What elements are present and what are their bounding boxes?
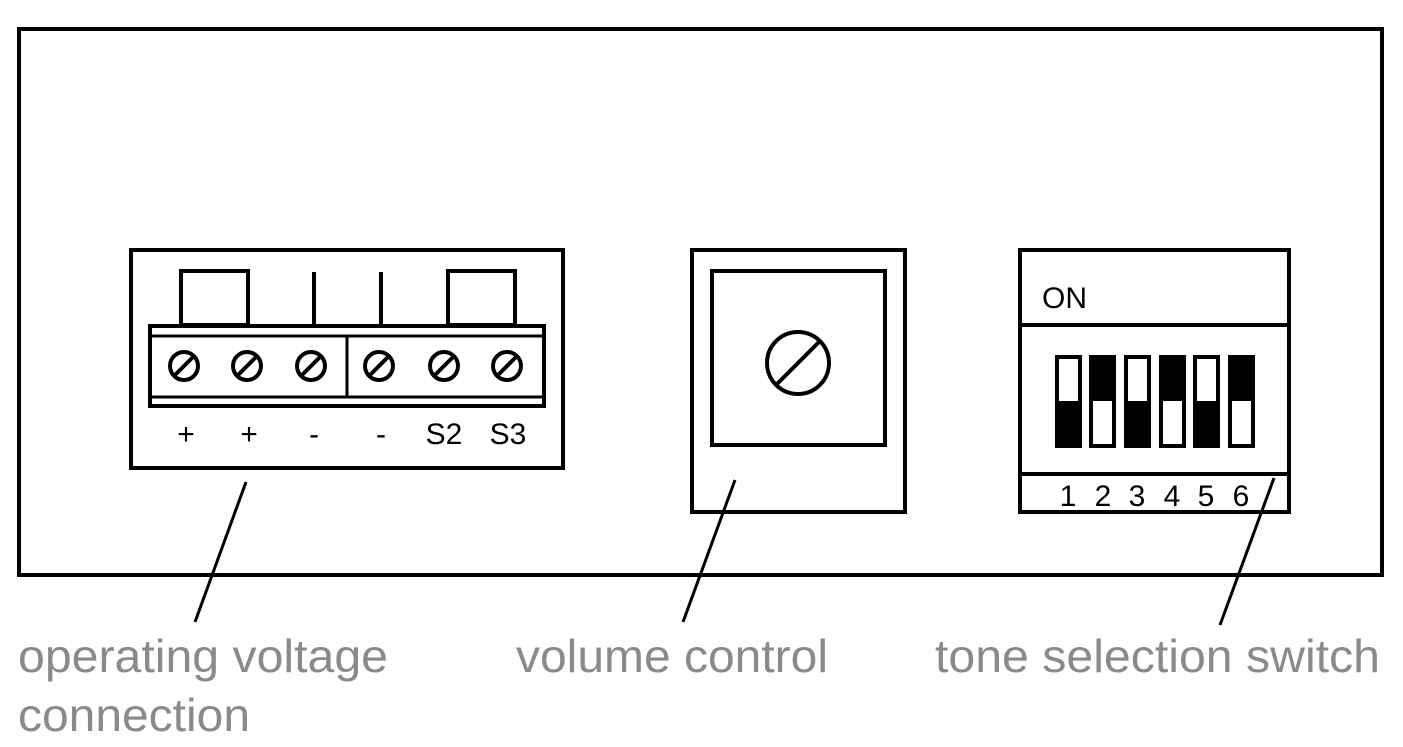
tone-selection-switch: ON 1 2 3 4 5 6 [1018,248,1291,514]
terminal-screw-icon [363,350,395,382]
dip-switch-window [1059,359,1078,401]
terminal-label-plus-1: + [177,418,195,451]
terminal-label-minus-1: - [309,418,319,451]
pointer-line-voltage [193,481,248,623]
caption-connection: connection [18,689,250,741]
dip-switch-5[interactable] [1193,355,1220,448]
dip-number-5: 5 [1198,480,1215,513]
terminal-label-s3: S3 [490,418,527,451]
caption-operating-voltage: operating voltage [18,630,388,682]
terminal-screw-icon [428,350,460,382]
terminal-label-plus-2: + [240,418,258,451]
dip-switch-4[interactable] [1159,355,1186,448]
dip-switch-2[interactable] [1089,355,1116,448]
dip-number-6: 6 [1233,480,1250,513]
potentiometer-knob-icon[interactable] [765,330,831,396]
terminal-label-s2: S2 [426,418,463,451]
terminal-block: + + - - S2 S3 [129,248,565,470]
terminal-tab-left [179,269,250,327]
dip-number-1: 1 [1060,480,1077,513]
dip-switch-window [1093,401,1112,444]
terminal-tab-right [446,269,517,327]
dip-switch-6[interactable] [1228,355,1255,448]
terminal-screw-icon [491,350,523,382]
terminal-label-minus-2: - [376,418,386,451]
terminal-screw-icon [168,350,200,382]
terminal-screw-icon [231,350,263,382]
dip-number-2: 2 [1095,480,1112,513]
dip-on-label: ON [1042,282,1087,315]
dip-switch-3[interactable] [1124,355,1151,448]
caption-volume-control: volume control [516,630,828,682]
terminal-screw-icon [295,350,327,382]
pointer-line-tone [1218,477,1276,626]
dip-number-4: 4 [1164,480,1181,513]
volume-control[interactable] [690,248,907,514]
dip-switch-1[interactable] [1055,355,1082,448]
dip-switch-window [1197,359,1216,401]
dip-switch-window [1163,401,1182,444]
dip-switch-window [1232,401,1251,444]
pointer-line-volume [681,479,737,623]
dip-number-3: 3 [1129,480,1146,513]
dip-switch-window [1128,359,1147,401]
caption-tone-selection-switch: tone selection switch [935,630,1380,682]
